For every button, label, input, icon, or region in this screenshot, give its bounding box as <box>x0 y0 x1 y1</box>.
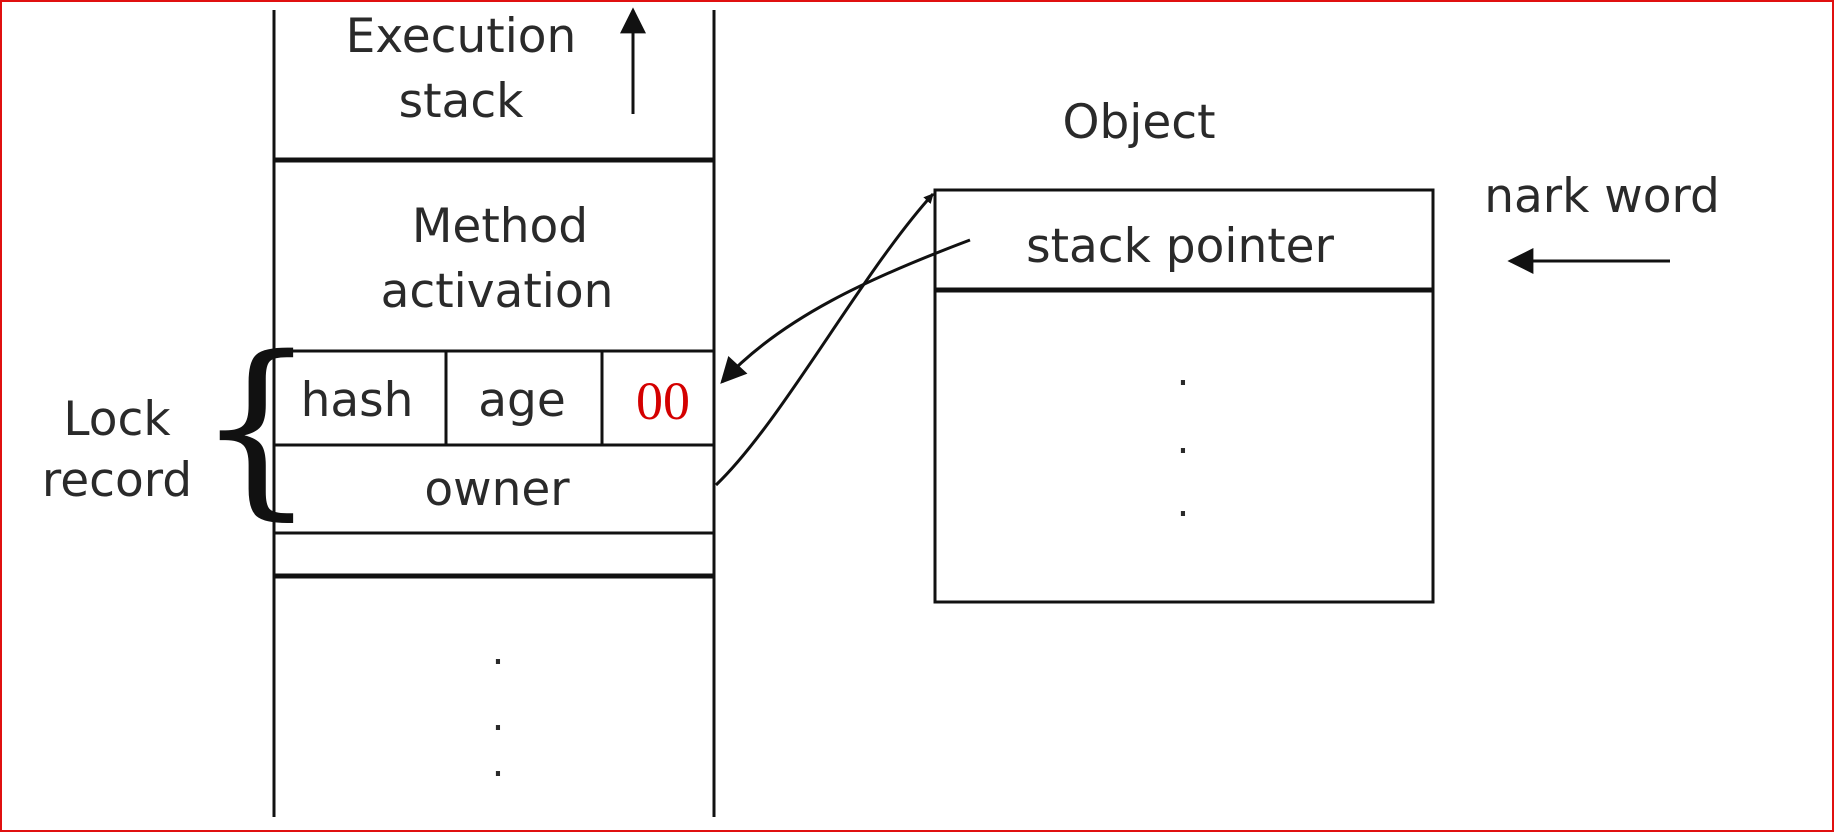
owner-cell-label: owner <box>424 462 570 517</box>
stack-pointer-to-lock-record-arrow <box>720 238 971 384</box>
method-activation-label-line2: activation <box>381 264 614 319</box>
lock-record-label-line1: Lock <box>63 392 171 447</box>
stack-ellipsis-dot-1: . <box>492 628 505 674</box>
hash-cell-label: hash <box>301 373 414 428</box>
execution-stack-label-line1: Execution <box>346 9 577 64</box>
stack-pointer-label: stack pointer <box>1026 219 1334 274</box>
object-box <box>933 188 1435 604</box>
lock-record-brace: { <box>196 316 317 537</box>
object-ellipsis-dot-3: . <box>1177 480 1190 526</box>
age-cell-label: age <box>478 373 566 428</box>
stack-ellipsis-dot-3: . <box>492 740 505 786</box>
execution-stack-label-line2: stack <box>399 74 525 129</box>
object-ellipsis-dot-1: . <box>1177 349 1190 395</box>
stack-column <box>272 10 716 817</box>
lock-record-label-line2: record <box>42 453 192 508</box>
method-activation-label-line1: Method <box>412 199 588 254</box>
mark-word-label: nark word <box>1484 169 1720 224</box>
object-title: Object <box>1062 95 1215 150</box>
owner-to-object-arrow <box>714 192 935 487</box>
object-ellipsis-dot-2: . <box>1177 417 1190 463</box>
stack-ellipsis-dot-2: . <box>492 694 505 740</box>
lock-bits-label: 00 <box>636 371 690 431</box>
object-frame <box>933 188 1435 604</box>
